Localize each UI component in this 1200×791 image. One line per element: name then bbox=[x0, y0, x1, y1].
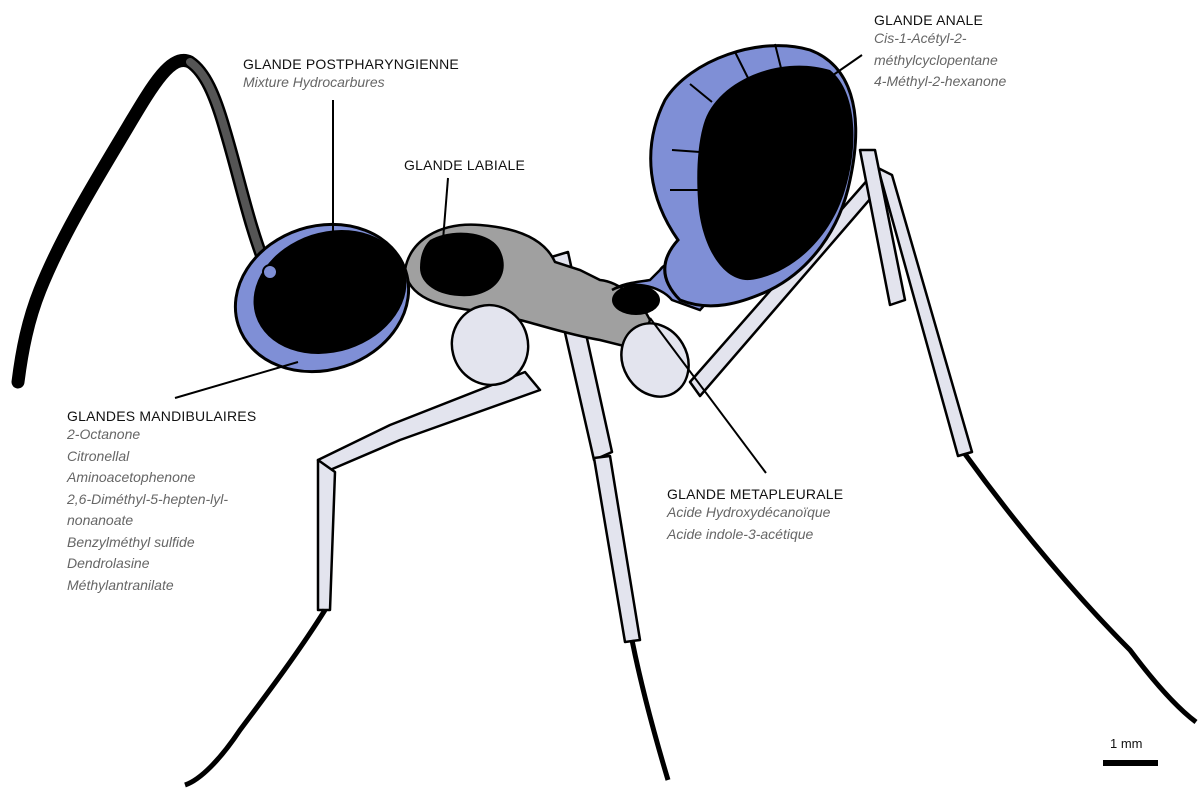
mandibular-glands-name: GLANDES MANDIBULAIRES bbox=[67, 408, 256, 424]
labial-gland-label: GLANDE LABIALE bbox=[404, 157, 525, 173]
compound-item: 4-Méthyl-2-hexanone bbox=[874, 71, 1006, 93]
compound-item: 2,6-Diméthyl-5-hepten-lyl- bbox=[67, 489, 256, 511]
compound-item: Mixture Hydrocarbures bbox=[243, 72, 459, 94]
compound-item: Dendrolasine bbox=[67, 553, 256, 575]
middle-leg-tarsus bbox=[632, 640, 668, 780]
middle-leg-tibia bbox=[594, 456, 640, 642]
metapleural-gland-name: GLANDE METAPLEURALE bbox=[667, 486, 843, 502]
scale-bar-label: 1 mm bbox=[1110, 736, 1143, 751]
postpharyngeal-gland-compounds: Mixture Hydrocarbures bbox=[243, 72, 459, 94]
front-leg-tibia bbox=[318, 460, 335, 610]
front-leg-femur bbox=[318, 372, 540, 470]
anal-gland-shape bbox=[697, 66, 853, 280]
front-leg-tarsus bbox=[185, 610, 325, 785]
compound-item: Méthylantranilate bbox=[67, 575, 256, 597]
anal-gland-label: GLANDE ANALE Cis-1-Acétyl-2- méthylcyclo… bbox=[874, 12, 1006, 93]
scale-bar bbox=[1103, 760, 1158, 766]
labial-gland-shape bbox=[420, 233, 504, 297]
hind-leg-tarsus bbox=[965, 454, 1196, 722]
compound-item: méthylcyclopentane bbox=[874, 50, 1006, 72]
compound-item: Acide Hydroxydécanoïque bbox=[667, 502, 843, 524]
compound-item: Acide indole-3-acétique bbox=[667, 524, 843, 546]
compound-item: Benzylméthyl sulfide bbox=[67, 532, 256, 554]
mandibular-glands-label: GLANDES MANDIBULAIRES 2-Octanone Citrone… bbox=[67, 408, 256, 596]
compound-item: Aminoacetophenone bbox=[67, 467, 256, 489]
compound-item: Cis-1-Acétyl-2- bbox=[874, 28, 1006, 50]
postpharyngeal-gland-label: GLANDE POSTPHARYNGIENNE Mixture Hydrocar… bbox=[243, 56, 459, 94]
mandibular-glands-compounds: 2-Octanone Citronellal Aminoacetophenone… bbox=[67, 424, 256, 596]
antenna bbox=[18, 60, 268, 382]
metapleural-gland-compounds: Acide Hydroxydécanoïque Acide indole-3-a… bbox=[667, 502, 843, 545]
anal-gland-compounds: Cis-1-Acétyl-2- méthylcyclopentane 4-Mét… bbox=[874, 28, 1006, 93]
labial-gland-name: GLANDE LABIALE bbox=[404, 157, 525, 173]
postpharyngeal-gland-name: GLANDE POSTPHARYNGIENNE bbox=[243, 56, 459, 72]
thorax bbox=[405, 225, 650, 350]
anal-gland-name: GLANDE ANALE bbox=[874, 12, 1006, 28]
hind-leg-tibia bbox=[878, 168, 972, 456]
antenna-socket bbox=[263, 265, 277, 279]
pointer-mandibular bbox=[175, 362, 298, 398]
compound-item: Citronellal bbox=[67, 446, 256, 468]
compound-item: 2-Octanone bbox=[67, 424, 256, 446]
metapleural-gland-shape bbox=[612, 285, 660, 315]
metapleural-gland-label: GLANDE METAPLEURALE Acide Hydroxydécanoï… bbox=[667, 486, 843, 545]
compound-item: nonanoate bbox=[67, 510, 256, 532]
gaster bbox=[651, 44, 856, 306]
